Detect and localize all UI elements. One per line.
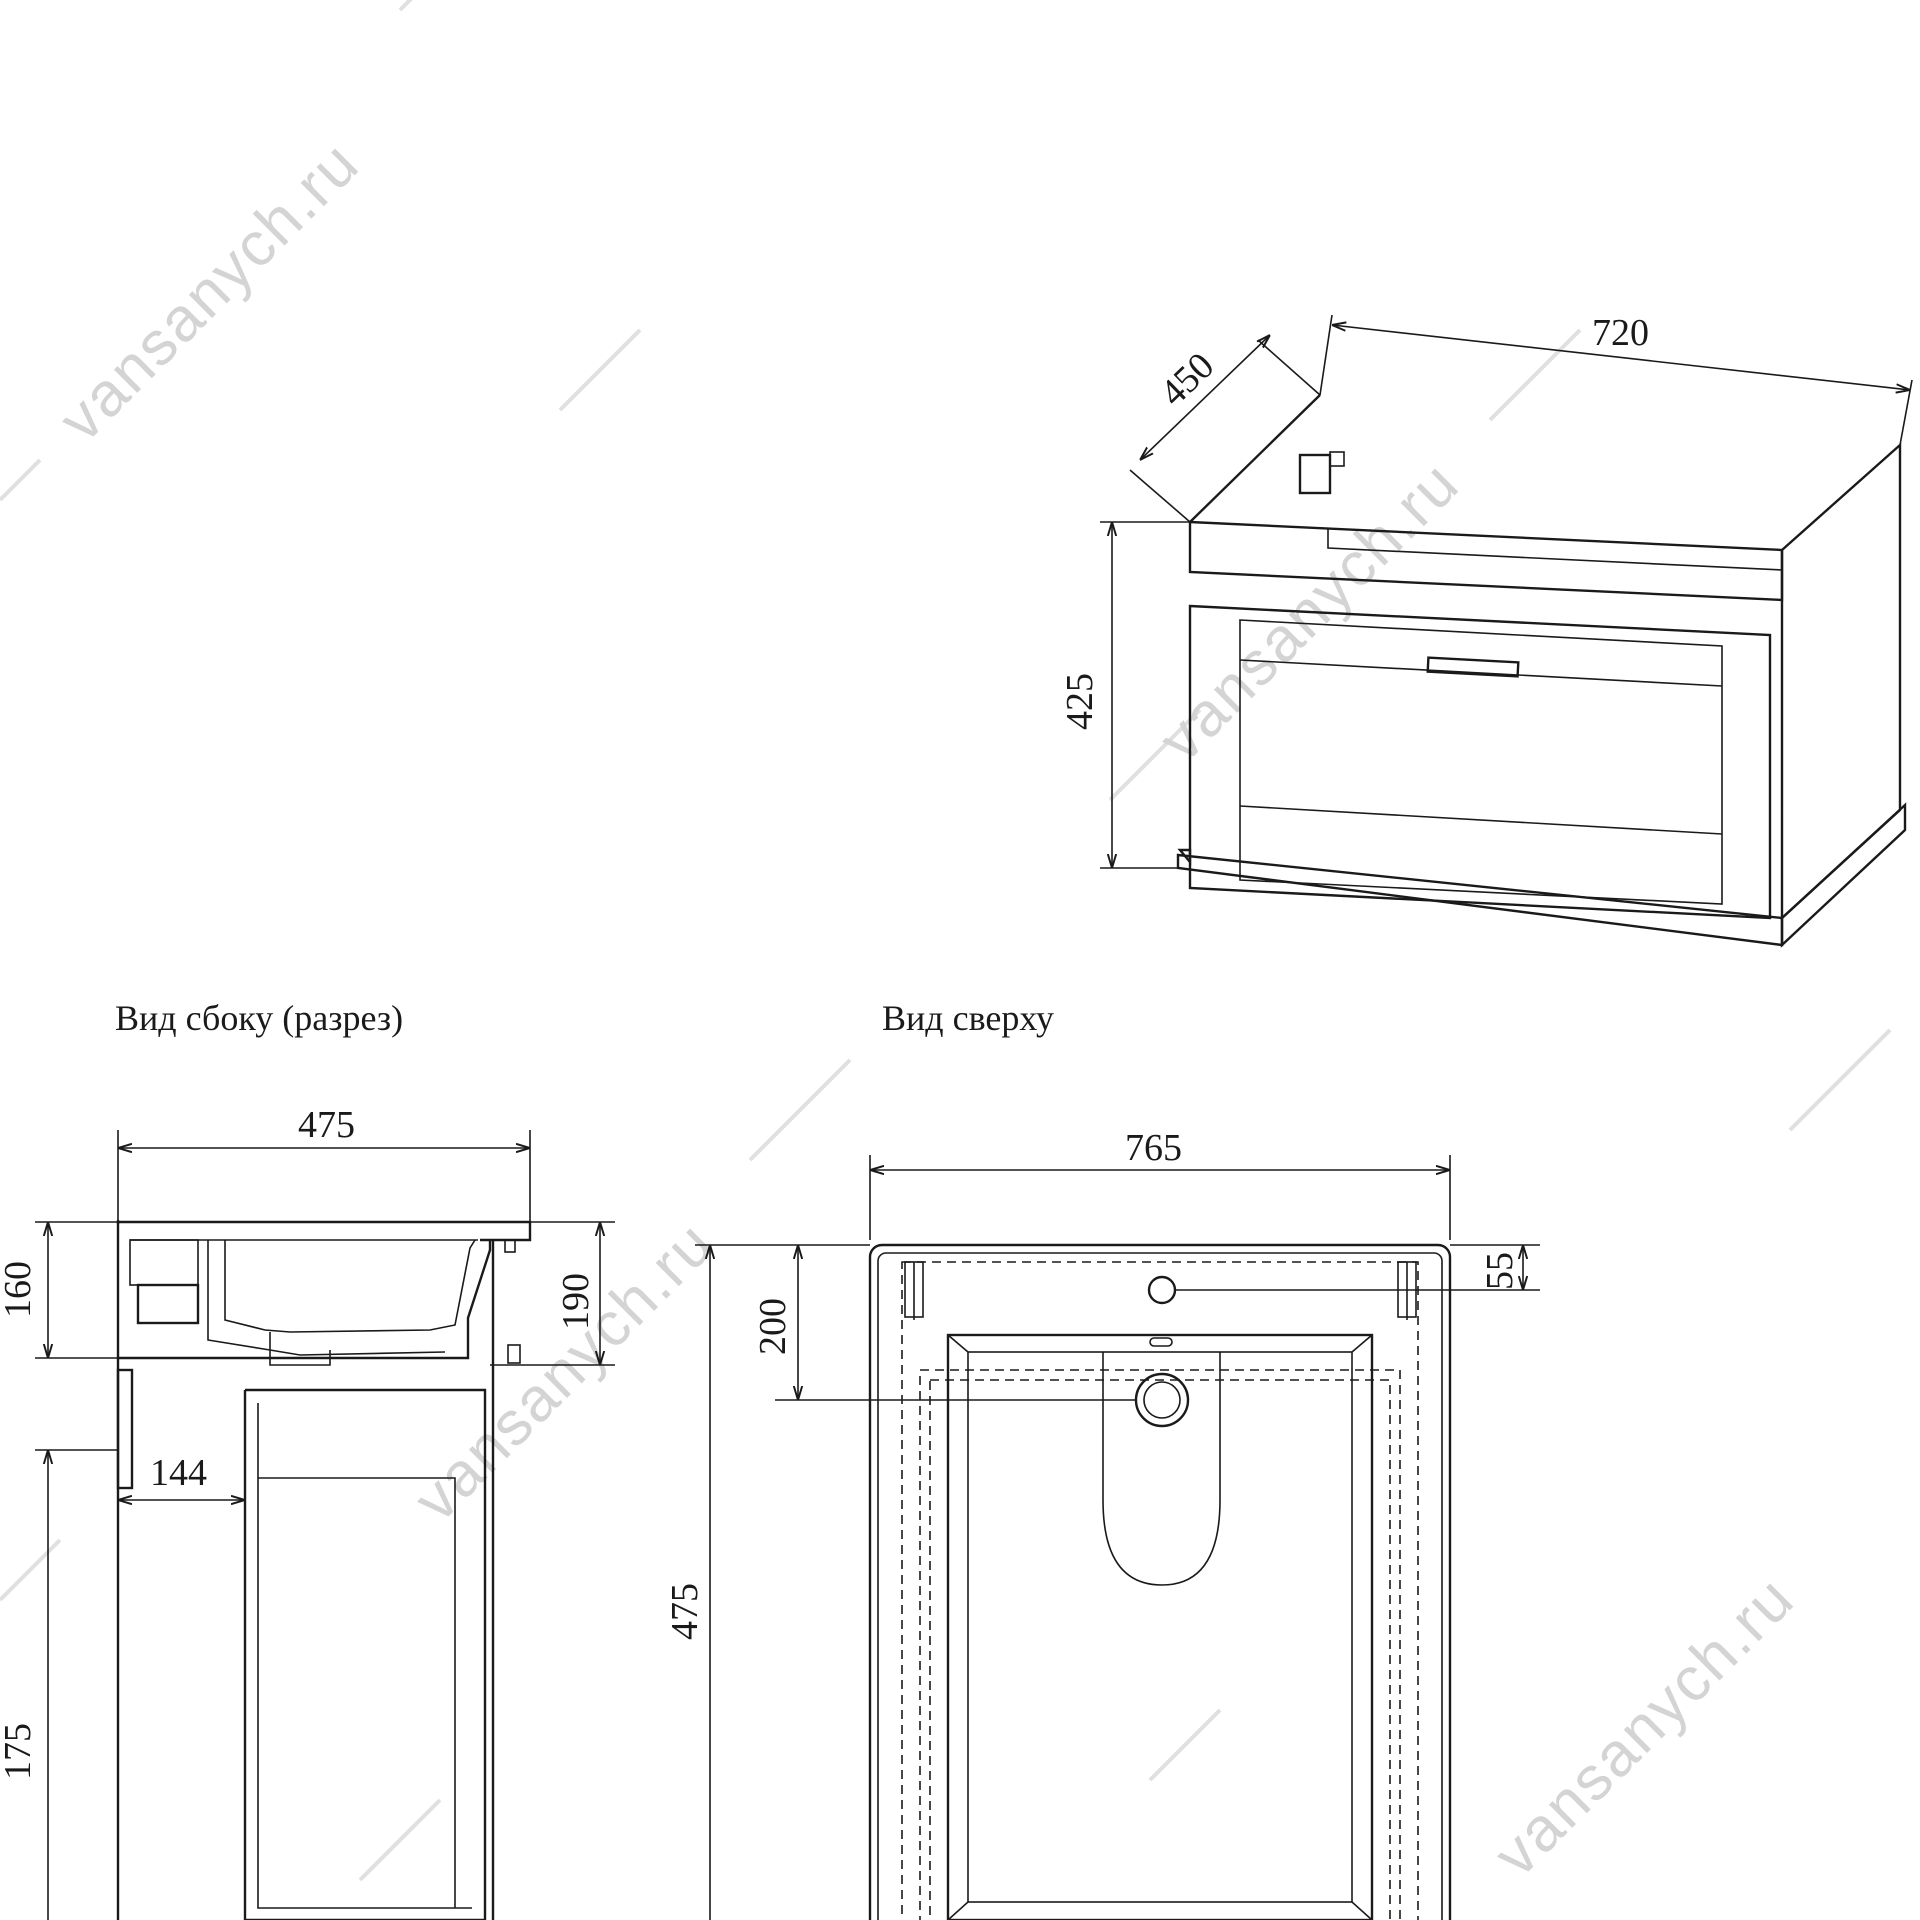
dim-iso-depth: 450 xyxy=(1152,345,1222,415)
dim-side-depth: 475 xyxy=(298,1104,355,1146)
watermark-text: vansanych.ru xyxy=(46,128,373,455)
watermark: vansanych.ru vansanych.ru vansanych.ru v… xyxy=(0,0,1892,1890)
caption-side-view: Вид сбоку (разрез) xyxy=(115,998,403,1038)
side-view-section: 475 160 190 175 144 xyxy=(0,1104,615,1920)
watermark-text: vansanych.ru xyxy=(1481,1563,1808,1890)
wall-strip xyxy=(116,1368,134,1490)
cabinet-top-board xyxy=(1188,520,1784,602)
dim-top-drain-offset: 200 xyxy=(752,1298,794,1355)
dim-iso-width: 720 xyxy=(1592,312,1649,354)
dim-top-depth: 475 xyxy=(664,1583,706,1640)
dim-top-width: 765 xyxy=(1125,1127,1182,1169)
dim-side-top-height: 190 xyxy=(555,1273,597,1330)
top-view: 765 475 200 55 xyxy=(664,1127,1540,1920)
cabinet-outline-dashed xyxy=(901,1261,1419,1920)
wall-bracket xyxy=(1298,453,1332,495)
cabinet-side-panel xyxy=(1780,442,1902,921)
dim-side-bottom-height: 175 xyxy=(0,1723,39,1780)
drawer-handle xyxy=(1426,656,1520,678)
dim-side-basin-height: 160 xyxy=(0,1261,39,1318)
dim-side-shelf-offset: 144 xyxy=(150,1452,207,1494)
basin-bowl xyxy=(946,1333,1374,1920)
drawer-front xyxy=(1188,604,1772,920)
watermark-text: vansanych.ru xyxy=(401,1208,728,1535)
caption-top-view: Вид сверху xyxy=(882,998,1054,1038)
overflow-slot xyxy=(1149,1337,1173,1347)
drawer-box xyxy=(243,1388,487,1920)
siphon-block xyxy=(136,1283,200,1325)
tap-hole-icon xyxy=(1147,1275,1177,1305)
dim-iso-height: 425 xyxy=(1059,673,1101,730)
basin-outline xyxy=(868,1243,1452,1920)
dim-top-tap-offset: 55 xyxy=(1479,1252,1521,1290)
isometric-cabinet: 450 720 425 xyxy=(1059,312,1913,948)
drawer-inner-panel xyxy=(1239,619,1723,905)
